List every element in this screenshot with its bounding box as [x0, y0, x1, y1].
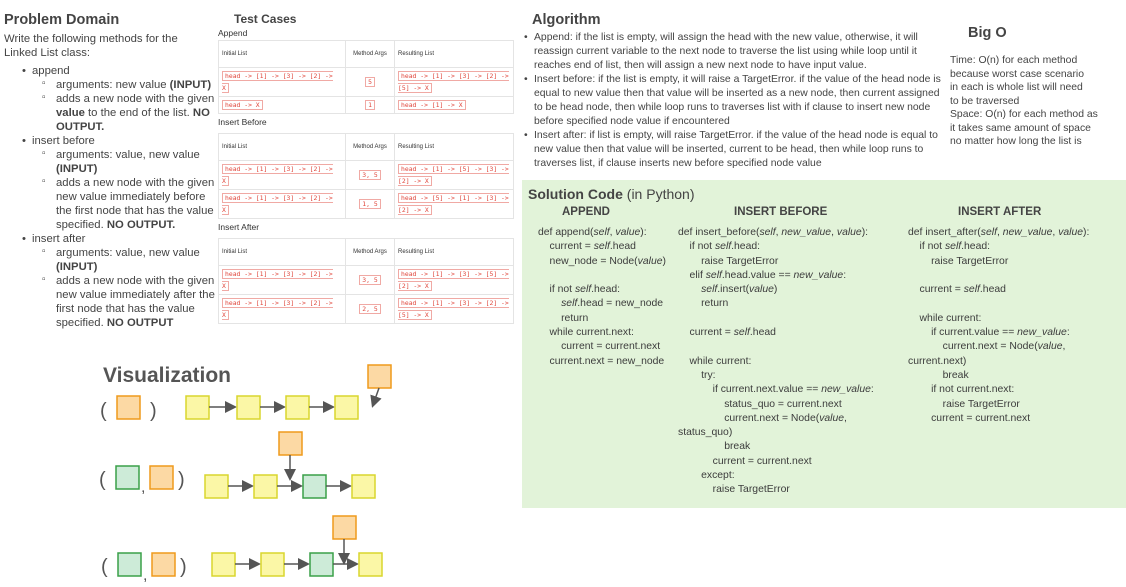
method-args: 2, 5	[359, 304, 381, 314]
table-row: head -> [1] -> [3] -> [2] -> X 2, 5 head -…	[218, 294, 514, 324]
algorithm-list: Append: if the list is empty, will assig…	[524, 31, 942, 171]
new-node-orange	[149, 465, 174, 490]
insert-after-code: def insert_after(self, new_value, value)…	[908, 227, 1090, 424]
new-node-orange	[367, 364, 392, 389]
resulting-list: head -> [1] -> [3] -> [2] -> [5] -> X	[398, 298, 509, 320]
paren-open: (	[100, 400, 107, 422]
big-o-space: Space: O(n) for each method as it takes …	[950, 109, 1098, 148]
section-append-label: Append	[218, 28, 248, 38]
col-args: Method Args	[345, 40, 395, 68]
insert-before-args: arguments: value, new value (INPUT)	[4, 147, 224, 176]
solution-panel: Solution Code (in Python) APPEND INSERT …	[522, 180, 1126, 508]
problem-domain-title: Problem Domain	[4, 12, 120, 28]
insert-before-code: def insert_before(self, new_value, value…	[678, 227, 874, 496]
new-node-orange	[116, 395, 141, 420]
test-cases-title: Test Cases	[234, 12, 297, 26]
initial-list: head -> [1] -> [3] -> [2] -> X	[222, 269, 333, 291]
append-code-title: APPEND	[562, 206, 610, 218]
initial-list: head -> [1] -> [3] -> [2] -> X	[222, 298, 333, 320]
resulting-list: head -> [1] -> [3] -> [2] -> [5] -> X	[398, 71, 509, 93]
method-args: 1, 5	[359, 199, 381, 209]
initial-list: head -> [1] -> [3] -> [2] -> X	[222, 164, 333, 186]
table-row: head -> [1] -> [3] -> [2] -> X 1, 5 head -…	[218, 189, 514, 219]
method-args: 3, 5	[359, 170, 381, 180]
append-code: def append(self, value): current = self.…	[538, 227, 666, 367]
paren-close: )	[150, 400, 157, 422]
method-insert-after: insert after	[4, 232, 224, 246]
paren-open: (	[101, 556, 108, 578]
comma: ,	[143, 567, 147, 584]
algorithm-title: Algorithm	[532, 12, 601, 28]
target-node-green	[115, 465, 140, 490]
algorithm-insert-after: Insert after: if list is empty, will rai…	[524, 129, 942, 171]
method-list: append arguments: new value (INPUT) adds…	[4, 64, 224, 330]
col-args: Method Args	[345, 133, 395, 161]
list-node	[351, 474, 376, 499]
list-node	[236, 395, 261, 420]
section-insert-after-label: Insert After	[218, 222, 260, 232]
col-result: Resulting List	[394, 238, 514, 266]
paren-open: (	[99, 469, 106, 491]
col-initial: Initial List	[218, 238, 346, 266]
list-node	[185, 395, 210, 420]
target-node-green	[117, 552, 142, 577]
resulting-list: head -> [1] -> [3] -> [5] -> [2] -> X	[398, 269, 509, 291]
list-node	[334, 395, 359, 420]
list-node	[260, 552, 285, 577]
list-node	[204, 474, 229, 499]
resulting-list: head -> [1] -> X	[398, 100, 466, 110]
algorithm-append: Append: if the list is empty, will assig…	[524, 31, 942, 73]
table-row: head -> [1] -> [3] -> [2] -> X 3, 5 head -…	[218, 265, 514, 295]
new-node-orange	[278, 431, 303, 456]
table-row: head -> [1] -> [3] -> [2] -> X 3, 5 head -…	[218, 160, 514, 190]
resulting-list: head -> [1] -> [5] -> [3] -> [2] -> X	[398, 164, 509, 186]
algorithm-insert-before: Insert before: if the list is empty, it …	[524, 73, 942, 129]
list-node	[253, 474, 278, 499]
target-node-green	[309, 552, 334, 577]
new-node-orange	[332, 515, 357, 540]
list-node	[211, 552, 236, 577]
insert-after-desc: adds a new node with the given new value…	[4, 273, 224, 330]
visualization-title: Visualization	[103, 364, 231, 387]
append-desc: adds a new node with the given value to …	[4, 91, 224, 134]
method-args: 1	[365, 100, 375, 110]
method-append: append	[4, 64, 224, 78]
method-args: 3, 5	[359, 275, 381, 285]
new-node-orange	[151, 552, 176, 577]
initial-list: head -> X	[222, 100, 263, 110]
solution-title: Solution Code (in Python)	[528, 186, 695, 202]
resulting-list: head -> [5] -> [1] -> [3] -> [2] -> X	[398, 193, 509, 215]
method-insert-before: insert before	[4, 134, 224, 148]
insert-after-code-title: INSERT AFTER	[958, 206, 1042, 218]
table-row: head -> X 1 head -> [1] -> X	[218, 96, 514, 114]
list-node	[358, 552, 383, 577]
big-o-time: Time: O(n) for each method because worst…	[950, 55, 1084, 107]
insert-arrow	[370, 387, 382, 408]
comma: ,	[141, 479, 145, 496]
list-node	[285, 395, 310, 420]
insert-before-code-title: INSERT BEFORE	[734, 206, 828, 218]
append-args: arguments: new value (INPUT)	[4, 77, 224, 92]
initial-list: head -> [1] -> [3] -> [2] -> X	[222, 71, 333, 93]
paren-close: )	[180, 556, 187, 578]
target-node-green	[302, 474, 327, 499]
problem-intro: Write the following methods for the Link…	[4, 33, 178, 59]
insert-after-args: arguments: value, new value (INPUT)	[4, 245, 224, 274]
initial-list: head -> [1] -> [3] -> [2] -> X	[222, 193, 333, 215]
section-insert-before-label: Insert Before	[218, 117, 267, 127]
insert-before-desc: adds a new node with the given new value…	[4, 175, 224, 232]
method-args: 5	[365, 77, 375, 87]
big-o-title: Big O	[968, 25, 1007, 41]
paren-close: )	[178, 469, 185, 491]
